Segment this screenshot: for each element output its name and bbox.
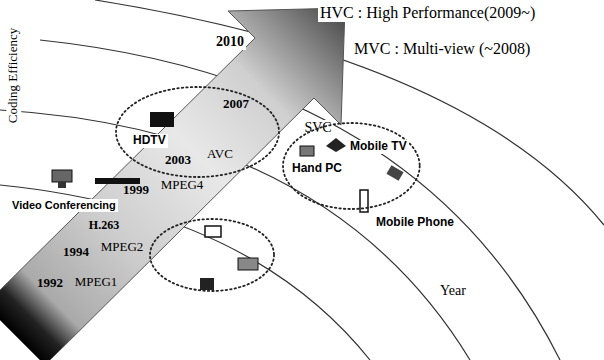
standard-note: HVC : High Performance(2009~) — [318, 4, 537, 22]
device-label: Hand PC — [290, 162, 344, 176]
year-label: 2010 — [214, 34, 246, 50]
tv-icon — [150, 112, 174, 127]
year-label: 1999 — [123, 183, 149, 198]
application-label: Video Conferencing — [10, 199, 118, 212]
standard-label: H.263 — [89, 219, 119, 233]
monitor-icon — [205, 226, 221, 237]
standard-label: MPEG1 — [75, 275, 118, 290]
device-label: Mobile Phone — [374, 216, 456, 230]
device-group: HDTV — [115, 86, 280, 178]
dotted-ellipse — [116, 87, 279, 177]
axis-title: Coding Efficiency — [7, 25, 22, 124]
arc-line — [95, 0, 604, 225]
standard-label: AVC — [207, 147, 233, 162]
camera-stand — [58, 182, 66, 188]
year-label: 2007 — [223, 97, 249, 112]
progress-arrow — [0, 8, 345, 360]
year-label: 1994 — [63, 245, 89, 260]
device-label: Mobile TV — [348, 140, 409, 154]
camera-icon — [52, 170, 72, 182]
device-label: HDTV — [131, 134, 168, 148]
dotted-ellipse — [283, 123, 420, 209]
laptop-icon — [238, 258, 258, 270]
box-icon — [200, 278, 214, 290]
device-group: Mobile TVHand PCMobile Phone — [282, 122, 421, 210]
dotted-group — [150, 219, 274, 291]
standard-label: MPEG2 — [101, 240, 144, 255]
year-label: 1992 — [37, 276, 63, 291]
dotted-outline — [115, 86, 280, 178]
phone-icon — [386, 165, 403, 181]
axis-title: Year — [438, 283, 468, 299]
year-label: 2003 — [165, 153, 191, 168]
standard-note: MVC : Multi-view (~2008) — [352, 40, 532, 58]
mobiletv-icon — [326, 138, 346, 152]
standard-label: MPEG4 — [161, 178, 204, 193]
handpc-icon — [300, 146, 314, 156]
